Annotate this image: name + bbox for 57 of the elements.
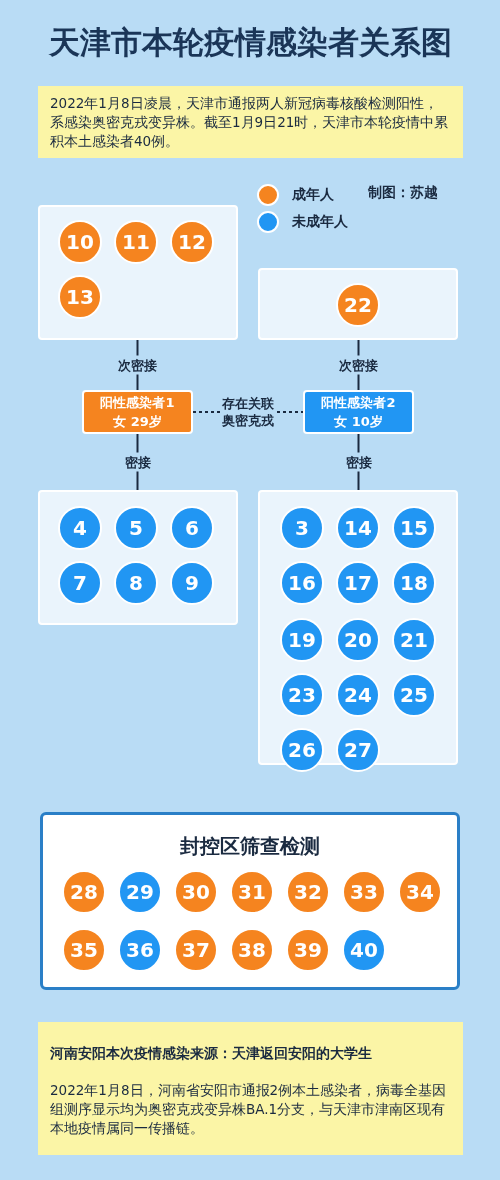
case-circle: 12	[170, 220, 214, 264]
note-text: 2022年1月8日，河南省安阳市通报2例本土感染者，病毒全基因组测序显示均为奥密克戎变异株BA.1分支，与天津市津南区现有本地疫情属同一传播链。	[50, 1081, 448, 1138]
case-circle: 38	[230, 928, 274, 972]
case-circle: 34	[398, 870, 442, 914]
edge-label: 存在关联奥密克戎	[221, 394, 275, 430]
edge-label: 次密接	[116, 355, 159, 375]
note-text: 2022年1月8日凌晨，天津市通报两人新冠病毒核酸检测阳性，系感染奥密克戎变异株。截至1月9日21时，天津市本轮疫情中累积本土感染者40例。	[38, 86, 463, 158]
case-circle: 13	[58, 275, 102, 319]
legend-label: 未成年人	[292, 213, 348, 231]
case-circle: 9	[170, 561, 214, 605]
case-circle: 3	[280, 506, 324, 550]
screening-box	[40, 812, 460, 990]
case-circle: 16	[280, 561, 324, 605]
case-circle: 30	[174, 870, 218, 914]
case-circle: 8	[114, 561, 158, 605]
box-heading: 封控区筛查检测	[179, 833, 321, 860]
case-circle: 29	[118, 870, 162, 914]
case-circle: 10	[58, 220, 102, 264]
case-circle: 17	[336, 561, 380, 605]
case-circle: 39	[286, 928, 330, 972]
case-circle: 26	[280, 728, 324, 772]
case-box: 阳性感染者2女 10岁	[303, 390, 414, 434]
group-box	[38, 205, 238, 340]
case-circle: 6	[170, 506, 214, 550]
case-circle: 40	[342, 928, 386, 972]
case-circle: 33	[342, 870, 386, 914]
case-circle: 4	[58, 506, 102, 550]
case-circle: 27	[336, 728, 380, 772]
case-circle: 24	[336, 673, 380, 717]
case-circle: 28	[62, 870, 106, 914]
group-box	[258, 268, 458, 340]
case-circle: 14	[336, 506, 380, 550]
edge-label: 次密接	[337, 355, 380, 375]
case-circle: 25	[392, 673, 436, 717]
title: 天津市本轮疫情感染者关系图	[47, 23, 453, 62]
case-circle: 7	[58, 561, 102, 605]
case-circle: 20	[336, 618, 380, 662]
group-box	[38, 490, 238, 625]
case-circle: 37	[174, 928, 218, 972]
edge-label: 密接	[122, 452, 153, 472]
case-circle: 11	[114, 220, 158, 264]
edge-label: 密接	[343, 452, 374, 472]
case-circle: 21	[392, 618, 436, 662]
case-circle: 35	[62, 928, 106, 972]
case-circle: 19	[280, 618, 324, 662]
credit-text: 制图：苏越	[368, 184, 438, 202]
case-circle: 22	[336, 283, 380, 327]
case-circle: 23	[280, 673, 324, 717]
case-box: 阳性感染者1女 29岁	[82, 390, 193, 434]
case-circle: 31	[230, 870, 274, 914]
case-circle: 18	[392, 561, 436, 605]
case-circle: 32	[286, 870, 330, 914]
note-heading: 河南安阳本次疫情感染来源：天津返回安阳的大学生	[50, 1044, 373, 1063]
legend-label: 成年人	[292, 186, 334, 204]
case-circle: 5	[114, 506, 158, 550]
case-circle: 15	[392, 506, 436, 550]
case-circle: 36	[118, 928, 162, 972]
